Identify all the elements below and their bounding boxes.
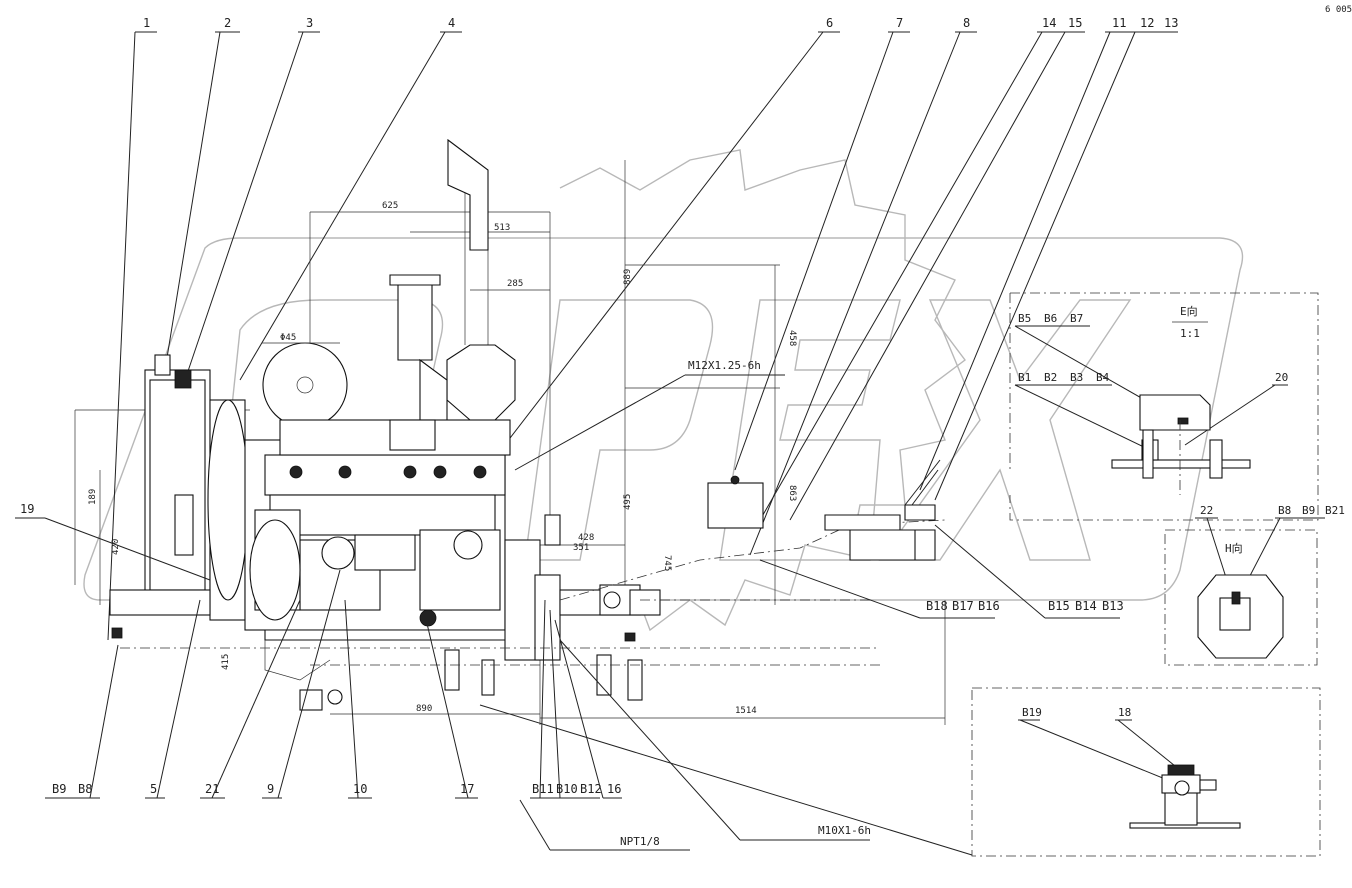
dim-phi45: Φ45: [280, 333, 296, 343]
view-h-panel: 22 B8 B9 B21 H向: [1164, 504, 1345, 666]
callout-15: 15: [1068, 16, 1082, 30]
dim-415: 415: [221, 654, 231, 670]
view-e-b1: B1: [1018, 371, 1031, 384]
view-e-b5: B5: [1018, 312, 1031, 325]
callout-13: 13: [1164, 16, 1178, 30]
dimension-lines: 625 513 285 889 458 495 428 351 863 745 …: [74, 160, 946, 725]
view-e-title: E向: [1180, 304, 1198, 318]
callout-1: 1: [143, 16, 150, 30]
view-h-title: H向: [1225, 541, 1243, 555]
callout-2: 2: [224, 16, 231, 30]
svg-text:NPT1/8: NPT1/8: [620, 835, 660, 848]
dim-1514: 1514: [735, 706, 757, 716]
detail-b19: B19: [1022, 706, 1042, 719]
engine-block: [244, 419, 511, 711]
callout-b14: B14: [1075, 599, 1097, 613]
view-e-b4: B4: [1096, 371, 1110, 384]
view-e-panel: E向 1:1 B5 B6 B7 B1 B2 B3 B4 20: [1009, 292, 1319, 521]
callout-9: 9: [267, 782, 274, 796]
view-e-scale: 1:1: [1180, 327, 1200, 340]
dim-458: 458: [787, 330, 797, 346]
view-h-b9: B9: [1302, 504, 1315, 517]
callout-b12: B12: [580, 782, 602, 796]
dim-420: 420: [111, 539, 121, 555]
dim-625: 625: [382, 201, 398, 211]
view-h-b21: B21: [1325, 504, 1345, 517]
dim-889: 889: [623, 269, 633, 285]
callout-12: 12: [1140, 16, 1154, 30]
thread-label-m10: M10X1-6h: [559, 639, 871, 841]
air-filter-assembly: Φ45: [262, 138, 516, 428]
callout-b10: B10: [556, 782, 578, 796]
thread-label-m12: M12X1.25-6h: [514, 359, 785, 471]
callout-b13: B13: [1102, 599, 1124, 613]
view-e-20: 20: [1275, 371, 1288, 384]
view-e-b2: B2: [1044, 371, 1057, 384]
flywheel-transmission: [120, 514, 946, 701]
dim-351: 351: [573, 543, 589, 553]
opex-watermark: [83, 149, 1244, 632]
mid-callouts: B18 B17 B16 B15 B14 B13: [759, 524, 1124, 619]
svg-text:M12X1.25-6h: M12X1.25-6h: [688, 359, 761, 372]
callout-14: 14: [1042, 16, 1056, 30]
callout-b11: B11: [532, 782, 554, 796]
callout-11: 11: [1112, 16, 1126, 30]
callout-b9: B9: [52, 782, 66, 796]
callout-6: 6: [826, 16, 833, 30]
callout-21: 21: [205, 782, 219, 796]
view-e-b6: B6: [1044, 312, 1057, 325]
top-callouts: 1 2 3 4 6 7 8 14 15 11 12 13: [107, 16, 1178, 641]
dim-189: 189: [88, 489, 98, 505]
callout-b16: B16: [978, 599, 1000, 613]
view-e-b3: B3: [1070, 371, 1083, 384]
dim-495: 495: [623, 494, 633, 510]
callout-b18: B18: [926, 599, 948, 613]
thread-label-npt: NPT1/8: [519, 799, 690, 851]
callout-4: 4: [448, 16, 455, 30]
callout-b15: B15: [1048, 599, 1070, 613]
corner-mark: 6 005: [1325, 5, 1352, 15]
dim-863: 863: [787, 485, 797, 501]
callout-10: 10: [353, 782, 367, 796]
callout-19: 19: [15, 502, 211, 581]
control-linkage: [707, 459, 941, 561]
svg-text:19: 19: [20, 502, 34, 516]
callout-b8: B8: [78, 782, 92, 796]
view-h-b8: B8: [1278, 504, 1291, 517]
callout-16: 16: [607, 782, 621, 796]
callout-3: 3: [306, 16, 313, 30]
detail-view-panel: B19 18: [479, 687, 1321, 857]
radiator: [109, 354, 249, 639]
dim-428: 428: [578, 533, 594, 543]
dim-513: 513: [494, 223, 510, 233]
dim-745: 745: [662, 555, 672, 571]
view-e-b7: B7: [1070, 312, 1083, 325]
bottom-callouts: B9 B8 5 21 9 10 17 B11 B10 B12 16: [45, 569, 622, 799]
callout-5: 5: [150, 782, 157, 796]
callout-b17: B17: [952, 599, 974, 613]
detail-18: 18: [1118, 706, 1131, 719]
view-h-22: 22: [1200, 504, 1213, 517]
callout-7: 7: [896, 16, 903, 30]
dim-285: 285: [507, 279, 523, 289]
dim-890: 890: [416, 704, 432, 714]
svg-text:M10X1-6h: M10X1-6h: [818, 824, 871, 837]
callout-8: 8: [963, 16, 970, 30]
callout-17: 17: [460, 782, 474, 796]
